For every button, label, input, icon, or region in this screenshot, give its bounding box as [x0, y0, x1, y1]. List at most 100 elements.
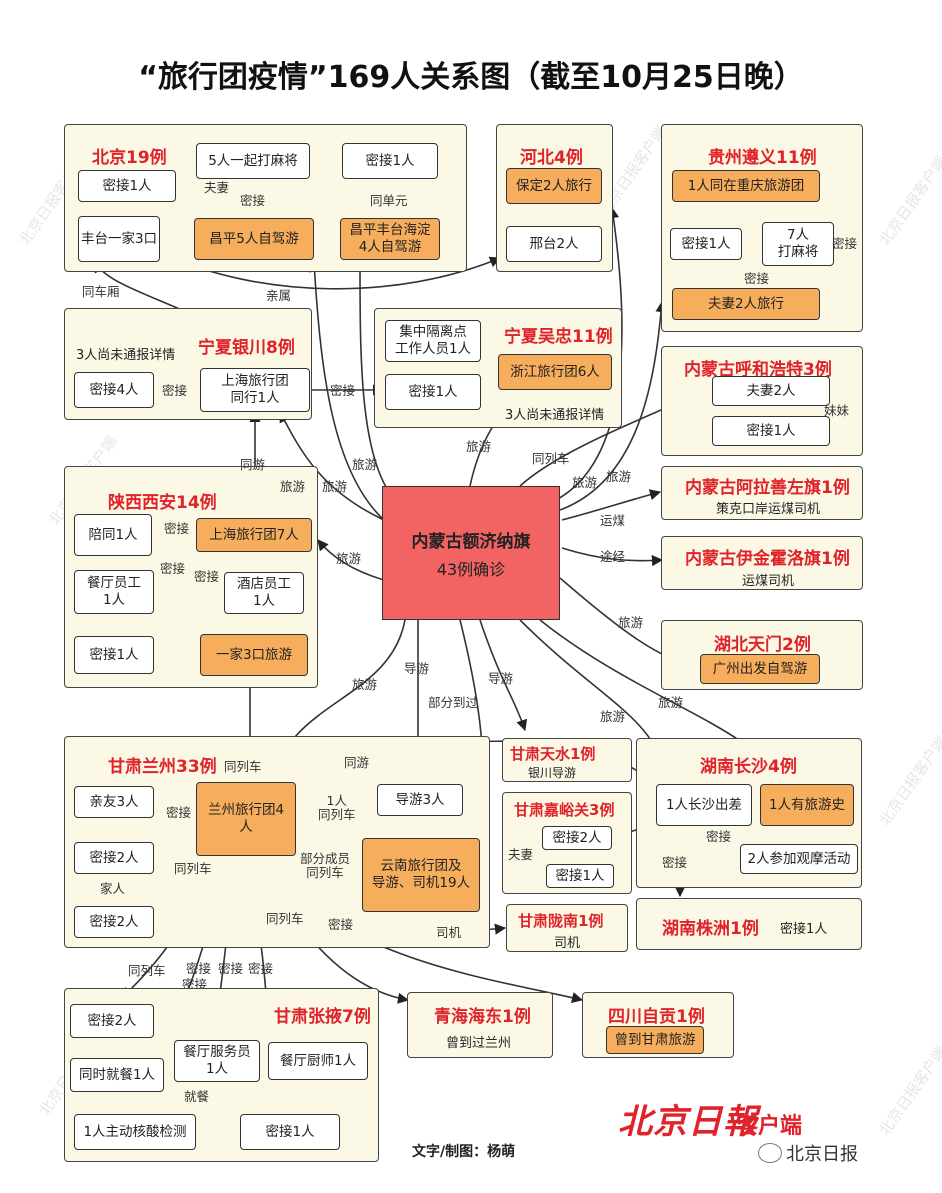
nx-note: 3人尚未通报详情: [76, 348, 176, 363]
center-name: 内蒙古额济纳旗: [411, 531, 531, 552]
center-count: 43例确诊: [436, 559, 506, 579]
panel-title-zhuzhou: 湖南株洲1例: [662, 919, 759, 939]
wz-isolation-box: 集中隔离点 工作人员1人: [385, 320, 481, 362]
tm-guangzhou-box: 广州出发自驾游: [700, 654, 820, 684]
edge-label-tongliche: 同列车: [128, 963, 166, 978]
center-node-ejinaqi: 内蒙古额济纳旗 43例确诊: [382, 486, 560, 620]
wz-note: 3人尚未通报详情: [505, 408, 605, 423]
lz-yunnan-box: 云南旅行团及 导游、司机19人: [362, 838, 480, 912]
panel-title-jiayuguan: 甘肃嘉峪关3例: [514, 801, 615, 819]
edge-label-jiucan: 就餐: [184, 1089, 210, 1104]
edge-label-mijie: 密接: [706, 829, 732, 844]
edge-label-tongdanyuan: 同单元: [370, 193, 408, 208]
panel-longnan: [506, 904, 628, 952]
edge-label-mijie: 密接: [832, 236, 858, 251]
tianshui-sub: 银川导游: [528, 766, 577, 780]
xa-hotel-box: 酒店员工 1人: [224, 572, 304, 614]
jy-contact-box: 密接2人: [542, 826, 612, 850]
edge-label-mijie: 密接: [164, 521, 190, 536]
edge-label-yunmei: 运煤: [600, 513, 626, 528]
zy-server-box: 餐厅服务员 1人: [174, 1040, 260, 1082]
edge-label-lvyou: 旅游: [280, 479, 306, 494]
panel-title-tianmen: 湖北天门2例: [714, 635, 811, 655]
panel-title-haidong: 青海海东1例: [434, 1007, 531, 1027]
edge-label-yiren-tongliche: 1人 同列车: [318, 793, 356, 822]
edge-label-mijie: 密接: [248, 961, 274, 976]
panel-haidong: [407, 992, 553, 1058]
edge-label-mijie: 密接: [218, 961, 244, 976]
edge-label-meimei: 妹妹: [824, 403, 850, 418]
edge-label-mijie: 密接: [240, 193, 266, 208]
edge-label-lvyou: 旅游: [466, 439, 492, 454]
xa-pei-box: 陪同1人: [74, 514, 152, 556]
zy-contact-box-2: 密接1人: [240, 1114, 340, 1150]
edge-label-mijie: 密接: [166, 805, 192, 820]
edge-label-qinshu: 亲属: [266, 288, 292, 303]
lz-group-box: 兰州旅行团4 人: [196, 782, 296, 856]
edge-label-tongchexiang: 同车厢: [82, 284, 120, 299]
hb-xingtai-box: 邢台2人: [506, 226, 602, 262]
edge-label-tongyou: 同游: [240, 457, 266, 472]
edge-label-lvyou: 旅游: [600, 709, 626, 724]
edge-label-fuqi: 夫妻: [508, 847, 534, 862]
panel-title-ejin: 内蒙古伊金霍洛旗1例: [685, 549, 850, 569]
wechat-account-name: 北京日报: [786, 1144, 858, 1165]
longnan-sub: 司机: [554, 936, 581, 951]
zy-chef-box: 餐厅厨师1人: [268, 1042, 368, 1080]
edge-label-jiaren: 家人: [100, 881, 126, 896]
panel-title-ningxia-yinchuan: 宁夏银川8例: [198, 338, 295, 358]
panel-title-hohhot: 内蒙古呼和浩特3例: [684, 360, 832, 380]
xa-canting-box: 餐厅员工 1人: [74, 570, 154, 614]
lz-contact-box-2: 密接2人: [74, 906, 154, 938]
edge-center-beijing: [309, 260, 385, 521]
edge-label-siji: 司机: [436, 925, 462, 940]
edge-label-bufenchengyuan: 部分成员 同列车: [300, 851, 351, 880]
hh-couple-box: 夫妻2人: [712, 376, 830, 406]
panel-title-changsha: 湖南长沙4例: [700, 757, 797, 777]
edge-label-daoyou: 导游: [488, 671, 514, 686]
bj-changping-box: 昌平5人自驾游: [194, 218, 314, 260]
edge-label-lvyou: 旅游: [352, 457, 378, 472]
panel-title-zigong: 四川自贡1例: [608, 1007, 705, 1027]
edge-label-mijie: 密接: [330, 383, 356, 398]
edge-label-mijie: 密接: [744, 271, 770, 286]
edge-label-tujing: 途经: [600, 549, 626, 564]
edge-label-mijie: 密接: [160, 561, 186, 576]
bj-contact-box: 密接1人: [78, 170, 176, 202]
panel-ejin: [661, 536, 863, 590]
lz-guides-box: 导游3人: [377, 784, 463, 816]
edge-label-tongliche: 同列车: [224, 759, 262, 774]
cs-chuchai-box: 1人长沙出差: [656, 784, 752, 826]
zy-contact-box: 密接2人: [70, 1004, 154, 1038]
xa-shanghai-box: 上海旅行团7人: [196, 518, 312, 552]
panel-title-tianshui: 甘肃天水1例: [510, 745, 596, 763]
bj-contact-box-2: 密接1人: [342, 143, 438, 179]
cs-massage-box: 2人参加观摩活动: [740, 844, 858, 874]
panel-title-longnan: 甘肃陇南1例: [518, 912, 604, 930]
nx-shanghai-box: 上海旅行团 同行1人: [200, 368, 310, 412]
edge-center-xian: [317, 539, 385, 581]
zy-test-box: 1人主动核酸检测: [74, 1114, 196, 1150]
panel-title-ningxia-wuzhong: 宁夏吴忠11例: [504, 327, 613, 347]
panel-tianshui: [502, 738, 632, 782]
edge-label-lvyou: 旅游: [606, 469, 632, 484]
alxa-sub: 策克口岸运煤司机: [716, 502, 821, 517]
wz-contact-box: 密接1人: [385, 374, 481, 410]
panel-title-guizhou: 贵州遵义11例: [708, 148, 817, 168]
edge-label-lvyou: 旅游: [352, 677, 378, 692]
xa-contact-box: 密接1人: [74, 636, 154, 674]
edge-label-lvyou: 旅游: [618, 615, 644, 630]
bj-mahjong-box: 5人一起打麻将: [196, 143, 310, 179]
author-credit: 文字/制图：杨萌: [412, 1144, 516, 1160]
edge-label-tongyou: 同游: [344, 755, 370, 770]
edge-label-mijie: 密接: [662, 855, 688, 870]
brand-logo: 北京日報: [618, 1102, 758, 1142]
edge-label-lvyou: 旅游: [336, 551, 362, 566]
panel-title-hebei: 河北4例: [520, 148, 583, 168]
edge-label-mijie: 密接: [162, 383, 188, 398]
zhuzhou-sub: 密接1人: [780, 922, 828, 937]
nx-contact-box: 密接4人: [74, 372, 154, 408]
lz-contact-box: 密接2人: [74, 842, 154, 874]
wz-zhejiang-box: 浙江旅行团6人: [498, 354, 612, 390]
edge-center-ejin: [561, 547, 664, 567]
